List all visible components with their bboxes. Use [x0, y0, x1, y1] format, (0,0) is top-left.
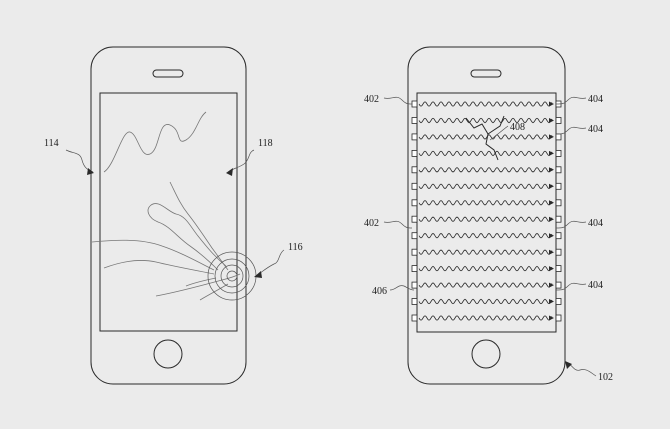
wave-row [418, 315, 553, 321]
wave-row [418, 167, 553, 173]
emitter-block [411, 232, 418, 240]
crack-408-branch [487, 115, 505, 135]
wave-arrow [549, 249, 554, 255]
receiver-block [555, 314, 562, 322]
receiver-block [555, 149, 562, 157]
leader-404-3 [555, 220, 587, 229]
emitter-block [411, 248, 418, 256]
label-404-4: 404 [588, 280, 603, 291]
receiver-block [555, 281, 562, 289]
label-116: 116 [288, 242, 303, 253]
wave-row [418, 282, 553, 288]
emitter-block [411, 298, 418, 305]
right-phone-speaker [470, 69, 502, 78]
leader-402-top [383, 96, 413, 105]
wave-arrow [549, 233, 554, 239]
emitter-block [411, 182, 418, 190]
right-phone-body [407, 46, 566, 385]
label-404-2: 404 [588, 124, 603, 135]
right-phone-home-button [471, 339, 501, 369]
leader-404-4 [555, 282, 587, 291]
left-phone-body [90, 46, 247, 385]
receiver-block [555, 248, 562, 256]
emitter-block [411, 265, 418, 273]
label-114: 114 [44, 138, 59, 149]
label-118: 118 [258, 138, 273, 149]
leader-404-1 [555, 96, 587, 105]
wave-row [418, 265, 553, 272]
label-408: 408 [510, 122, 525, 133]
wave-row [418, 233, 553, 239]
leader-404-2 [555, 126, 587, 135]
label-404-1: 404 [588, 94, 603, 105]
wave-rows [418, 101, 554, 321]
left-impact-rings [207, 251, 257, 301]
emitter-block [411, 149, 418, 157]
wave-row [418, 134, 553, 140]
arrow-114 [87, 168, 94, 175]
label-102: 102 [598, 372, 613, 383]
receiver-block [555, 182, 562, 190]
left-phone: 114 118 116 [44, 46, 303, 385]
wave-arrow [549, 134, 554, 140]
receiver-block [555, 265, 562, 273]
right-phone-screen [416, 92, 557, 333]
label-406: 406 [372, 286, 387, 297]
wave-arrow [549, 150, 554, 156]
wave-row [418, 249, 553, 255]
left-crack-lines [91, 111, 241, 301]
receiver-block [555, 298, 562, 305]
wave-arrow [549, 266, 554, 272]
wave-arrow [549, 118, 554, 123]
wave-row [418, 150, 553, 157]
wave-arrow [549, 101, 554, 107]
leader-406 [389, 285, 415, 291]
wave-row [418, 216, 553, 222]
emitter-column [411, 100, 418, 322]
wave-arrow [549, 299, 554, 304]
receiver-block [555, 232, 562, 240]
wave-arrow [549, 315, 554, 321]
wave-row [418, 200, 553, 206]
wave-arrow [549, 282, 554, 288]
leader-408 [489, 125, 509, 141]
wave-arrow [549, 216, 554, 222]
wave-row [418, 183, 553, 189]
wave-arrow [549, 200, 554, 206]
leader-114 [65, 149, 94, 173]
left-phone-home-button [153, 339, 183, 369]
wave-arrow [549, 183, 554, 189]
emitter-block [411, 199, 418, 207]
wave-row [418, 101, 553, 107]
arrow-102 [565, 361, 572, 369]
emitter-block [411, 166, 418, 174]
emitter-block [411, 281, 418, 289]
emitter-block [411, 117, 418, 124]
receiver-block [555, 117, 562, 124]
receiver-block [555, 199, 562, 207]
label-402-top: 402 [364, 94, 379, 105]
left-phone-speaker [152, 69, 184, 78]
leader-402-mid [383, 220, 413, 229]
label-404-3: 404 [588, 218, 603, 229]
receiver-block [555, 133, 562, 141]
right-phone: 402 402 404 404 404 404 408 406 102 [364, 46, 613, 385]
emitter-block [411, 100, 418, 108]
emitter-block [411, 133, 418, 141]
arrow-116 [254, 271, 262, 278]
wave-arrow [549, 167, 554, 173]
leader-118 [227, 149, 255, 173]
left-phone-screen [99, 92, 238, 332]
emitter-block [411, 314, 418, 322]
emitter-block [411, 215, 418, 223]
arrow-118 [226, 168, 233, 176]
label-402-mid: 402 [364, 218, 379, 229]
receiver-block [555, 166, 562, 174]
wave-row [418, 117, 553, 124]
wave-row [418, 298, 553, 305]
receiver-block [555, 215, 562, 223]
